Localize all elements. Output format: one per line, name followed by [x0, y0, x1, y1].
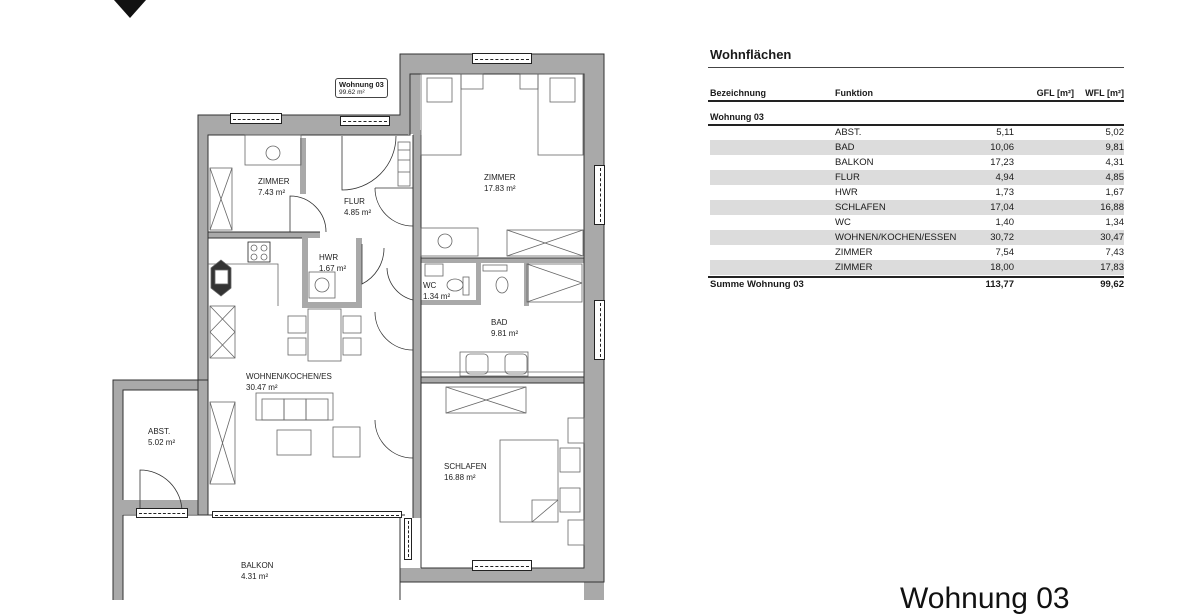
wall-bottom-right	[400, 568, 604, 582]
window-abst	[136, 508, 188, 518]
header-rule	[708, 100, 1124, 102]
wall-inner-flur	[300, 138, 306, 194]
apartment-title: Wohnung 03	[900, 582, 1070, 615]
window-schlafen	[472, 560, 532, 571]
table-sum-row: Summe Wohnung 03 113,77 99,62	[710, 279, 1124, 290]
table-row: WOHNEN/KOCHEN/ESSEN 30,72 30,47	[710, 230, 1124, 245]
table-row: ZIMMER 7,54 7,43	[835, 247, 1124, 258]
wall-hwr-bottom	[302, 302, 362, 308]
wall-wc-right	[476, 262, 481, 304]
header-funktion: Funktion	[835, 88, 873, 98]
wall-wc-bath	[415, 258, 585, 263]
wall-balkon-left	[113, 515, 123, 600]
apartment-badge: Wohnung 03 99.62 m²	[335, 78, 388, 98]
table-row: BALKON 17,23 4,31	[835, 157, 1124, 168]
north-arrow-icon	[114, 0, 146, 18]
table-row: WC 1,40 1,34	[835, 217, 1124, 228]
wall-center	[413, 130, 421, 518]
table-row: HWR 1,73 1,67	[835, 187, 1124, 198]
wall-abst-top	[113, 380, 208, 390]
window-zimmer-small	[230, 113, 282, 124]
window-wohnen-balkon	[212, 511, 402, 518]
table-row: BAD 10,06 9,81	[710, 140, 1124, 155]
wall-bath-bottom	[421, 377, 584, 383]
wall-abst-left	[113, 380, 123, 515]
apartment-badge-name: Wohnung 03	[339, 80, 384, 89]
wall-hwr	[302, 238, 308, 308]
window-schlafen-balkon	[404, 518, 412, 560]
sum-rule	[708, 276, 1124, 278]
window-zimmer-right	[594, 165, 605, 225]
header-gfl: GFL [m²]	[1036, 88, 1074, 98]
window-flur	[340, 116, 390, 126]
plan-outlines	[112, 53, 605, 600]
table-row: ZIMMER 18,00 17,83	[710, 260, 1124, 275]
group-label: Wohnung 03	[710, 112, 764, 122]
table-title: Wohnflächen	[710, 47, 792, 62]
table-row: FLUR 4,94 4,85	[710, 170, 1124, 185]
wall-wc-bottom	[421, 300, 481, 305]
wall-inner-zimmer-hwr	[208, 232, 320, 238]
group-rule	[708, 124, 1124, 126]
window-zimmer-large	[472, 53, 532, 64]
window-bad	[594, 300, 605, 360]
wall-shower	[524, 262, 529, 306]
wall-hwr-right	[356, 238, 362, 308]
wall-top-right	[400, 54, 604, 74]
room-label-abst: ABST.5.02 m²	[148, 427, 176, 447]
table-row: SCHLAFEN 17,04 16,88	[710, 200, 1124, 215]
header-bezeichnung: Bezeichnung	[710, 88, 767, 98]
header-wfl: WFL [m²]	[1085, 88, 1124, 98]
apartment-badge-area: 99.62 m²	[339, 89, 365, 96]
table-row: ABST. 5,11 5,02	[835, 127, 1124, 138]
title-rule	[708, 67, 1124, 68]
wall-left	[198, 115, 208, 515]
